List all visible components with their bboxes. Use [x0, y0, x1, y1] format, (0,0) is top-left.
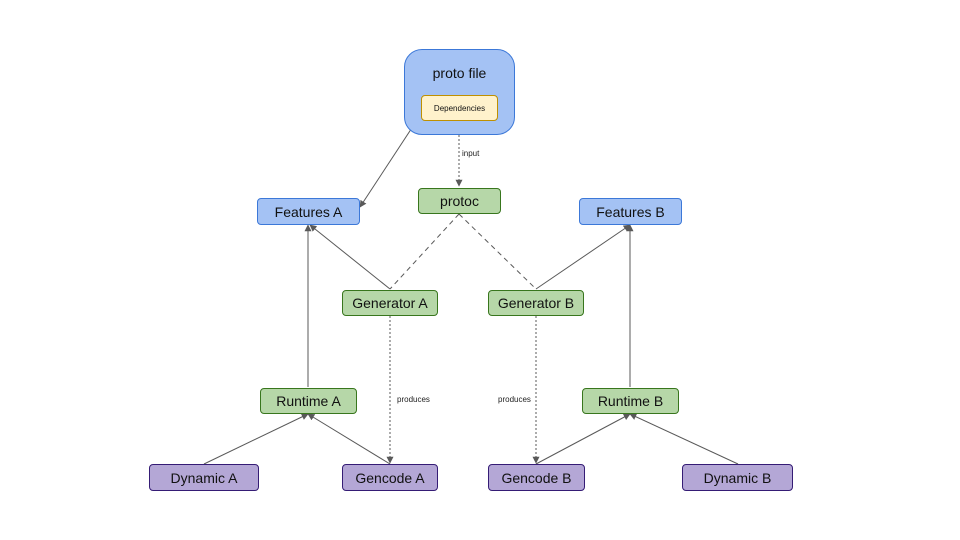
- generator-b-node: Generator B: [488, 290, 584, 316]
- gencode-a-node: Gencode A: [342, 464, 438, 491]
- gencode-a-label: Gencode A: [355, 469, 425, 486]
- edge-generator-b-features-b: [535, 224, 631, 290]
- dependencies-node: Dependencies: [421, 95, 498, 121]
- runtime-b-node: Runtime B: [582, 388, 679, 414]
- gencode-b-label: Gencode B: [501, 469, 572, 486]
- edge-generator-a-features-a: [309, 224, 391, 290]
- dynamic-a-node: Dynamic A: [149, 464, 259, 491]
- edge-gencode-a-runtime-a: [307, 413, 391, 465]
- runtime-a-label: Runtime A: [276, 393, 341, 409]
- edge-label-input: input: [461, 149, 481, 159]
- runtime-b-label: Runtime B: [597, 393, 664, 409]
- features-a-node: Features A: [257, 198, 360, 225]
- edge-protoc-generator-a: [389, 213, 460, 290]
- gencode-b-node: Gencode B: [488, 464, 585, 491]
- edge-label-produces-b: produces: [497, 395, 532, 405]
- edge-dynamic-b-runtime-b: [629, 413, 739, 465]
- features-a-label: Features A: [274, 203, 343, 220]
- protoc-label: protoc: [440, 193, 479, 209]
- dependencies-label: Dependencies: [433, 103, 486, 113]
- dynamic-b-node: Dynamic B: [682, 464, 793, 491]
- generator-b-label: Generator B: [497, 295, 575, 311]
- protoc-node: protoc: [418, 188, 501, 214]
- proto-file-label: proto file: [432, 65, 487, 81]
- proto-file-node: proto file: [404, 49, 515, 135]
- generator-a-label: Generator A: [352, 295, 428, 311]
- edge-gencode-b-runtime-b: [535, 413, 631, 465]
- edge-label-produces-a: produces: [396, 395, 431, 405]
- dynamic-b-label: Dynamic B: [703, 469, 772, 486]
- edge-dynamic-a-runtime-a: [203, 413, 309, 465]
- features-b-node: Features B: [579, 198, 682, 225]
- edge-protoc-generator-b: [458, 213, 537, 290]
- generator-a-node: Generator A: [342, 290, 438, 316]
- runtime-a-node: Runtime A: [260, 388, 357, 414]
- features-b-label: Features B: [596, 203, 665, 220]
- dynamic-a-label: Dynamic A: [170, 469, 238, 486]
